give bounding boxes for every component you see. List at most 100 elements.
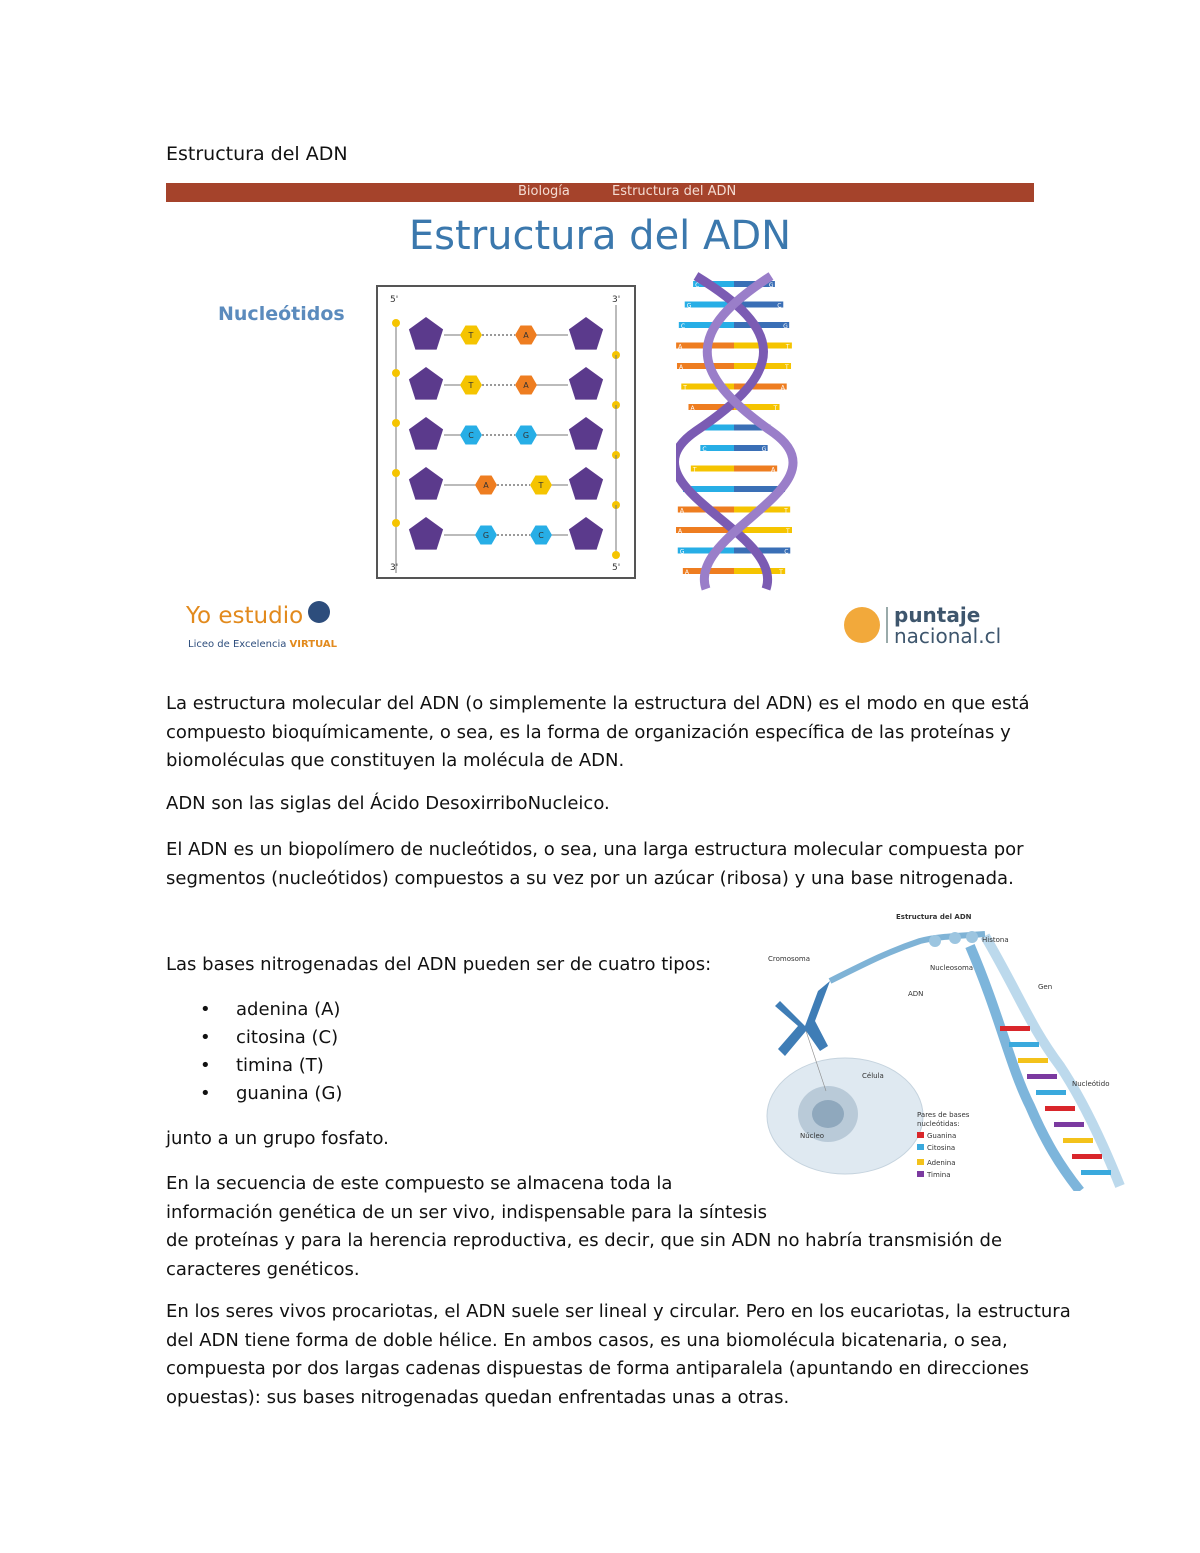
paragraph-bases-intro: Las bases nitrogenadas del ADN pueden se… [166,954,712,975]
list-item: •adenina (A) [200,999,341,1020]
helix-base-right [734,383,787,390]
base-letter: G [483,531,489,540]
base-right [515,325,537,345]
sugar-pentagon [408,367,444,400]
phosphate-circle [612,551,620,559]
sugar-pentagon [568,317,604,350]
helix-base-left [684,301,734,308]
sugar-pentagon [408,417,444,450]
helix-letter: T [682,385,687,392]
chromosome-shape [775,981,830,1056]
helix-base-left [677,547,734,554]
label-adn: ADN [908,990,923,998]
phosphate-circle [392,369,400,377]
label-nucleotido: Nucleótido [1072,1080,1109,1088]
puntaje-nacional-logo: puntaje nacional.cl [844,603,1024,653]
helix-base-left [678,322,734,328]
infographic-banner: Biología Estructura del ADN [166,183,1034,202]
helix-letter: T [785,528,790,535]
base-letter: T [468,331,474,340]
list-item: •citosina (C) [200,1027,339,1048]
nucleotidos-label: Nucleótidos [218,303,345,325]
dna-base-bar [1054,1122,1084,1127]
paragraph-prokaryotes: En los seres vivos procariotas, el ADN s… [166,1301,1071,1408]
base-letter: C [468,431,474,440]
legend-title-2: nucleótidas: [917,1120,960,1128]
dna-base-bar [1036,1090,1066,1095]
helix-letter: T [784,364,789,371]
label-cromosoma: Cromosoma [768,955,810,963]
dna-base-bar [1000,1026,1030,1031]
phosphate-circle [392,469,400,477]
dna-base-bar [1045,1106,1075,1111]
base-left [475,475,497,495]
legend-title-1: Pares de bases [917,1111,970,1119]
helix-letter: G [769,282,774,289]
banner-subject: Biología [518,184,570,199]
helix-base-left [690,465,734,472]
paragraph-definition: La estructura molecular del ADN (o simpl… [166,693,1030,771]
legend-guanina: Guanina [927,1132,956,1140]
helix-letter: T [692,467,697,474]
legend-citosina: Citosina [927,1144,955,1152]
base-right [530,525,552,545]
legend-timina: Timina [926,1171,951,1179]
helix-base-right [734,424,771,431]
sugar-pentagon [568,517,604,550]
infographic-title: Estructura del ADN [408,213,792,259]
label-3-prime-top: 3' [612,295,620,305]
nacional-text: nacional.cl [894,624,1002,648]
helix-letter: G [680,549,685,556]
helix-base-right [734,568,786,574]
label-gen: Gen [1038,983,1052,991]
helix-letter: A [690,405,695,412]
helix-letter: C [784,549,788,556]
base-left [475,525,497,545]
helix-base-left [682,486,734,492]
helix-base-left [697,424,734,431]
document-title: Estructura del ADN [166,143,348,165]
dna-base-bar [1027,1074,1057,1079]
legend-swatch-adenina [917,1159,924,1165]
sugar-pentagon [568,467,604,500]
base-letter: T [468,381,474,390]
helix-letter: A [781,385,786,392]
sugar-pentagon [568,367,604,400]
legend-swatch-guanina [917,1132,924,1138]
helix-letter: G [783,323,788,330]
yo-estudio-subtitle: Liceo de Excelencia [188,639,290,650]
base-left [460,325,482,345]
list-item: •guanina (G) [200,1083,343,1104]
helix-base-right [734,527,792,533]
paragraph-sequence: En la secuencia de este compuesto se alm… [166,1173,1003,1280]
base-letter: G [523,431,529,440]
list-item: •timina (T) [200,1055,324,1076]
banner-topic: Estructura del ADN [612,184,737,199]
helix-base-right [734,486,786,492]
helix-letter: C [777,303,781,310]
helix-letter: A [685,569,690,576]
dna-base-bar [1081,1170,1111,1175]
phosphate-circle [392,319,400,327]
label-celula: Célula [862,1072,884,1080]
helix-base-right [734,445,768,451]
sugar-pentagon [408,317,444,350]
helix-letter: A [680,508,685,515]
helix-letter: A [771,467,776,474]
base-left [460,375,482,395]
dna-structure-figure: Estructura del ADN Histona Cromosoma Nuc… [766,913,1125,1191]
base-letter: A [523,331,529,340]
yo-estudio-logo: Yo estudio Liceo de Excelencia VIRTUAL [186,601,356,663]
helix-base-right [734,404,780,410]
base-right [530,475,552,495]
dna-base-bar [1063,1138,1093,1143]
helix-letter: G [687,303,692,310]
helix-base-left [700,445,734,451]
helix-letter: C [702,446,706,453]
yo-estudio-text: Yo estudio [186,603,304,629]
legend-swatch-timina [917,1171,924,1177]
helix-letter: G [762,446,767,453]
